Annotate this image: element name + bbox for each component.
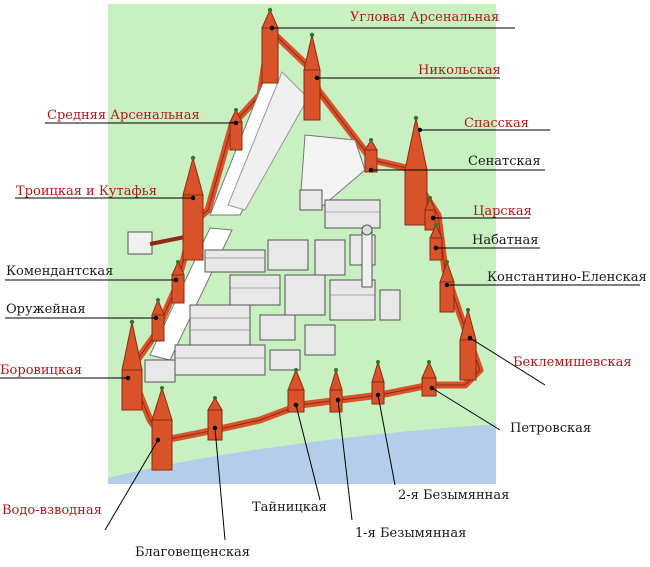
bell-tower xyxy=(361,231,373,288)
river xyxy=(108,424,496,484)
leader-arrowheads xyxy=(125,25,473,443)
label-senatskaya: Сенатская xyxy=(468,154,541,169)
label-vtoraya-bezymyannaya: 2-я Безымянная xyxy=(398,488,510,503)
kutafya-tower xyxy=(127,231,153,255)
label-srednyaya-arsenalnaya: Средняя Арсенальная xyxy=(47,108,200,123)
label-oruzheynaya: Оружейная xyxy=(6,302,86,317)
label-konstantino-elenskaya: Константино-Еленская xyxy=(487,270,647,285)
label-blagoveshchenskaya: Благовещенская xyxy=(135,545,251,560)
spire-tips xyxy=(129,7,470,400)
arsenal-building-wing xyxy=(227,71,309,211)
label-uglovaya-arsenalnaya: Угловая Арсенальная xyxy=(350,10,500,25)
label-nikolskaya: Никольская xyxy=(418,63,501,78)
towers xyxy=(121,8,477,471)
label-pervaya-bezymyannaya: 1-я Безымянная xyxy=(355,526,467,541)
label-nabatnaya: Набатная xyxy=(472,233,539,248)
label-tsarskaya: Царская xyxy=(473,204,532,219)
label-komendantskaya: Комендантская xyxy=(6,264,114,279)
buildings-cluster xyxy=(144,189,401,383)
label-troitskaya: Троицкая и Кутафья xyxy=(16,184,157,199)
label-borovitskaya: Боровицкая xyxy=(0,363,82,378)
building-details xyxy=(175,211,380,359)
label-beklemishevskaya: Беклемишевская xyxy=(513,355,632,370)
bell-tower-dome xyxy=(361,224,373,236)
label-spasskaya: Спасская xyxy=(464,116,529,131)
label-vodovzvodnaya: Водо-взводная xyxy=(2,503,102,518)
leader-lines xyxy=(0,27,640,541)
label-petrovskaya: Петровская xyxy=(510,421,592,436)
label-taynitskaya: Тайницкая xyxy=(252,500,327,515)
